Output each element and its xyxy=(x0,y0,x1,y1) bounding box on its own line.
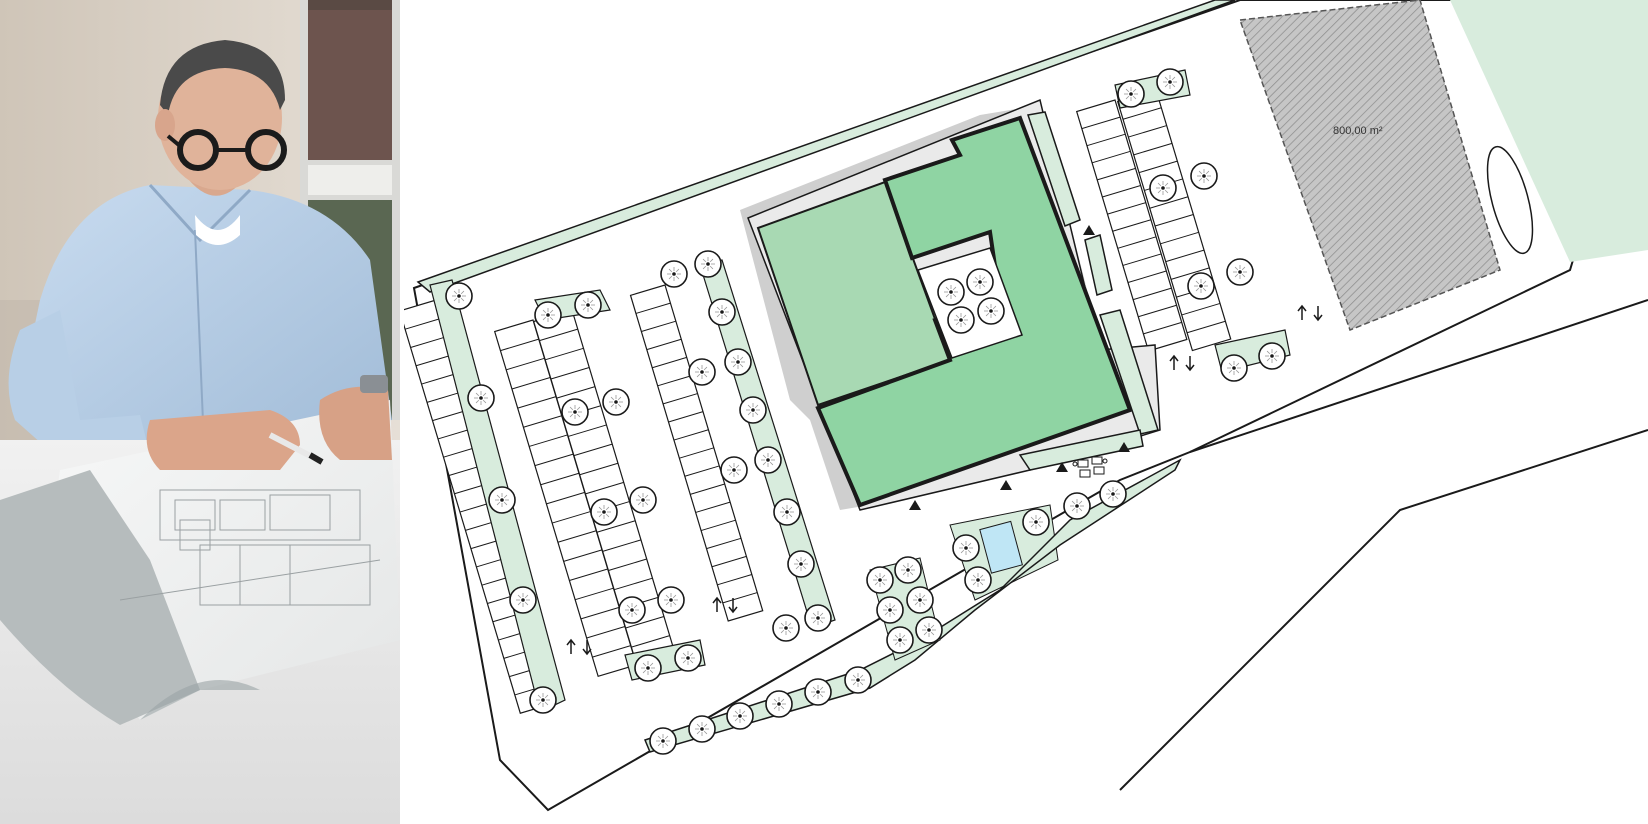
tree-icon xyxy=(866,566,894,594)
tree-icon xyxy=(754,446,782,474)
tree-icon xyxy=(1258,342,1286,370)
tree-icon xyxy=(660,260,688,288)
tree-icon xyxy=(1190,162,1218,190)
tree-icon xyxy=(1117,80,1145,108)
hatched-storage-area: 800,00 m² xyxy=(1238,0,1501,331)
traffic-arrow-icon xyxy=(1297,304,1323,322)
tree-icon xyxy=(590,498,618,526)
tree-icon xyxy=(694,250,722,278)
tree-icon xyxy=(1187,272,1215,300)
parking-row-e xyxy=(1075,99,1188,352)
terrace-east-1 xyxy=(1027,111,1081,227)
road-edge-2 xyxy=(1119,429,1648,791)
entrance-triangle-icon xyxy=(1118,442,1130,452)
tree-icon xyxy=(952,534,980,562)
terrace-east-2 xyxy=(1084,234,1113,296)
tree-icon xyxy=(787,550,815,578)
tree-icon xyxy=(906,586,934,614)
architect-photo-illustration xyxy=(0,0,400,824)
terrace-south xyxy=(1018,429,1144,471)
tree-icon xyxy=(509,586,537,614)
entrance-triangle-icon xyxy=(1056,462,1068,472)
terrace-east-3 xyxy=(1099,309,1159,435)
entrance-markers xyxy=(909,225,1130,510)
tree-icon xyxy=(739,396,767,424)
tree-icon xyxy=(772,614,800,642)
tree-icon xyxy=(1156,68,1184,96)
traffic-arrow-icon xyxy=(1169,354,1195,372)
tree-icon xyxy=(844,666,872,694)
tree-icon xyxy=(966,268,994,296)
site-plan-drawing: 800,00 m² xyxy=(404,0,1648,812)
tree-icon xyxy=(445,282,473,310)
tree-icon xyxy=(657,586,685,614)
tree-icon xyxy=(964,566,992,594)
tree-icon xyxy=(534,301,562,329)
terrace-furniture-icon xyxy=(1072,456,1108,478)
tree-icon xyxy=(1149,174,1177,202)
traffic-arrow-icon xyxy=(566,638,592,656)
entrance-triangle-icon xyxy=(909,500,921,510)
tree-icon xyxy=(937,278,965,306)
tree-icon xyxy=(467,384,495,412)
traffic-arrows xyxy=(566,304,1323,656)
area-label: 800,00 m² xyxy=(1333,125,1383,137)
tree-icon xyxy=(947,306,975,334)
tree-icon xyxy=(886,626,914,654)
traffic-arrow-icon xyxy=(712,596,738,614)
entrance-triangle-icon xyxy=(1083,225,1095,235)
pool xyxy=(979,520,1023,574)
tree-icon xyxy=(773,498,801,526)
trees xyxy=(445,68,1286,755)
tree-icon xyxy=(488,486,516,514)
tree-icon xyxy=(649,727,677,755)
tree-icon xyxy=(804,604,832,632)
tree-icon xyxy=(726,702,754,730)
tree-icon xyxy=(724,348,752,376)
tree-icon xyxy=(894,556,922,584)
tree-icon xyxy=(529,686,557,714)
tree-icon xyxy=(915,616,943,644)
road-edge xyxy=(1189,299,1648,453)
tree-icon xyxy=(708,298,736,326)
tree-icon xyxy=(1063,492,1091,520)
parking-row-d xyxy=(629,284,764,622)
landscape-area-right xyxy=(1450,0,1648,262)
courtyard xyxy=(917,247,1023,359)
tree-icon xyxy=(977,297,1005,325)
tree-icon xyxy=(688,358,716,386)
tree-icon xyxy=(1022,508,1050,536)
tree-icon xyxy=(765,690,793,718)
tree-icon xyxy=(876,596,904,624)
tree-icon xyxy=(618,596,646,624)
tree-icon xyxy=(1099,480,1127,508)
oval-green xyxy=(1486,145,1534,255)
tree-icon xyxy=(574,291,602,319)
tree-icon xyxy=(634,654,662,682)
tree-icon xyxy=(674,644,702,672)
tree-icon xyxy=(602,388,630,416)
site-plan: 800,00 m² xyxy=(404,0,1648,824)
tree-icon xyxy=(688,715,716,743)
tree-icon xyxy=(720,456,748,484)
tree-icon xyxy=(1220,354,1248,382)
landscape-strip-top xyxy=(416,0,1236,293)
tree-icon xyxy=(804,678,832,706)
tree-icon xyxy=(629,486,657,514)
entrance-triangle-icon xyxy=(1000,480,1012,490)
tree-icon xyxy=(561,398,589,426)
architect-photo xyxy=(0,0,400,824)
tree-icon xyxy=(1226,258,1254,286)
